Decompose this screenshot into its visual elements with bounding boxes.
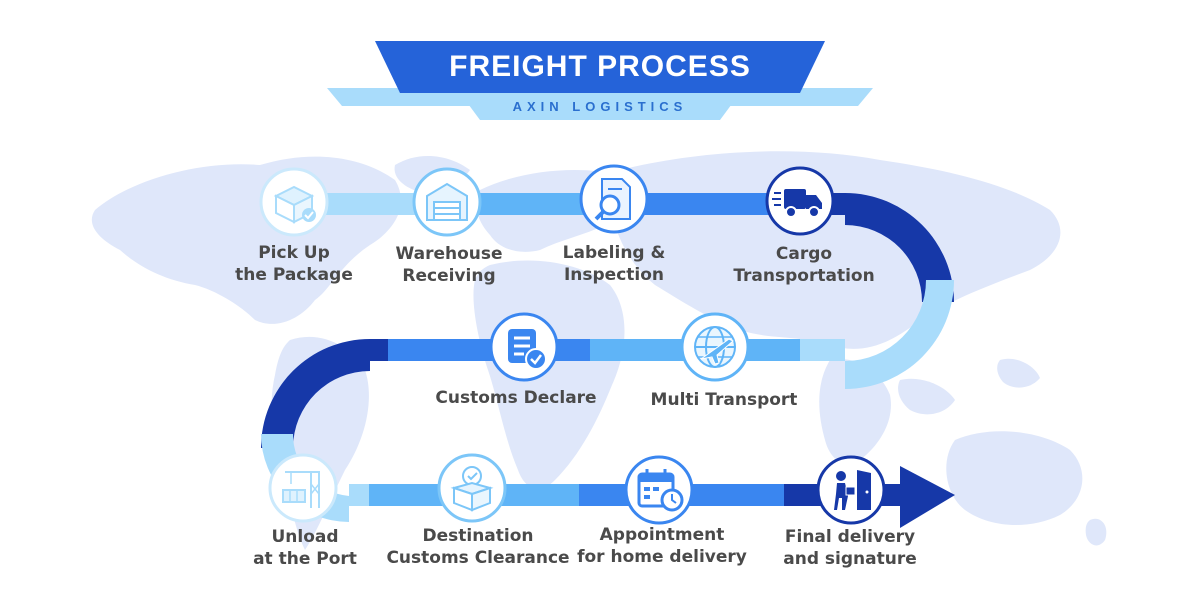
step-label-line: the Package: [235, 265, 353, 285]
document-magnifier-icon: [594, 178, 631, 221]
company-subtitle: AXIN LOGISTICS: [512, 98, 688, 114]
step-label-line: Appointment: [599, 525, 725, 545]
step-label-final-delivery: Final delivery and signature: [750, 526, 950, 570]
path-segment-5: [800, 339, 845, 361]
step-final-delivery-node: [816, 455, 886, 525]
step-label-line: Labeling &: [562, 243, 666, 263]
step-cargo-node: [765, 166, 835, 236]
step-label-appointment: Appointment for home delivery: [562, 524, 762, 568]
person-door-delivery-icon: [834, 470, 871, 510]
checked-form-icon: [508, 329, 547, 370]
step-label-line: Inspection: [563, 265, 665, 285]
right-curve-bottom: [845, 280, 954, 389]
globe-airplane-icon: [694, 326, 736, 368]
package-box-icon: [273, 185, 316, 224]
step-label-destination-customs: Destination Customs Clearance: [378, 525, 578, 569]
step-warehouse-node: [412, 167, 482, 237]
calendar-clock-icon: [637, 469, 684, 512]
step-label-line: Unload: [271, 527, 339, 547]
step-multi-transport-node: [680, 312, 750, 382]
path-arrowhead: [900, 466, 955, 528]
step-label-line: Customs Declare: [435, 388, 597, 408]
step-label-customs-declare: Customs Declare: [416, 387, 616, 409]
step-label-pick-up: Pick Up the Package: [194, 242, 394, 286]
warehouse-icon: [426, 182, 468, 221]
delivery-truck-icon: [772, 189, 822, 218]
step-label-unload: Unload at the Port: [205, 526, 405, 570]
path-segment-9: [349, 484, 369, 506]
step-label-warehouse: Warehouse Receiving: [349, 243, 549, 287]
step-customs-declare-node: [489, 312, 559, 382]
step-label-line: Multi Transport: [650, 390, 798, 410]
header-banner: [327, 41, 873, 120]
step-label-labeling: Labeling & Inspection: [514, 242, 714, 286]
step-label-line: and signature: [783, 549, 917, 569]
approved-box-icon: [450, 466, 494, 512]
step-destination-customs-node: [437, 453, 507, 523]
step-label-line: Final delivery: [784, 527, 916, 547]
path-segment-7: [388, 339, 590, 361]
path-segment-8: [370, 339, 388, 361]
right-curve-top: [845, 193, 954, 302]
step-label-line: Customs Clearance: [386, 548, 570, 568]
step-label-cargo: Cargo Transportation: [704, 243, 904, 287]
title-banner-shape: [375, 41, 825, 93]
port-crane-icon: [282, 471, 320, 508]
step-label-line: Destination: [422, 526, 534, 546]
step-appointment-node: [624, 455, 694, 525]
step-label-line: Pick Up: [258, 243, 330, 263]
step-unload-circle: [268, 453, 338, 523]
step-label-line: Cargo: [775, 244, 833, 264]
step-labeling-node: [579, 164, 649, 234]
step-label-line: Transportation: [733, 266, 875, 286]
step-label-line: Warehouse: [395, 244, 503, 264]
page-title: FREIGHT PROCESS: [449, 50, 751, 83]
left-curve-top: [261, 339, 370, 448]
step-label-line: Receiving: [402, 266, 496, 286]
step-unload-node: [268, 453, 338, 523]
step-pick-up-node: [259, 167, 329, 237]
step-label-line: at the Port: [253, 549, 357, 569]
step-label-line: for home delivery: [577, 547, 747, 567]
step-label-multi-transport: Multi Transport: [624, 389, 824, 411]
subtitle-banner-shape: [460, 93, 740, 120]
